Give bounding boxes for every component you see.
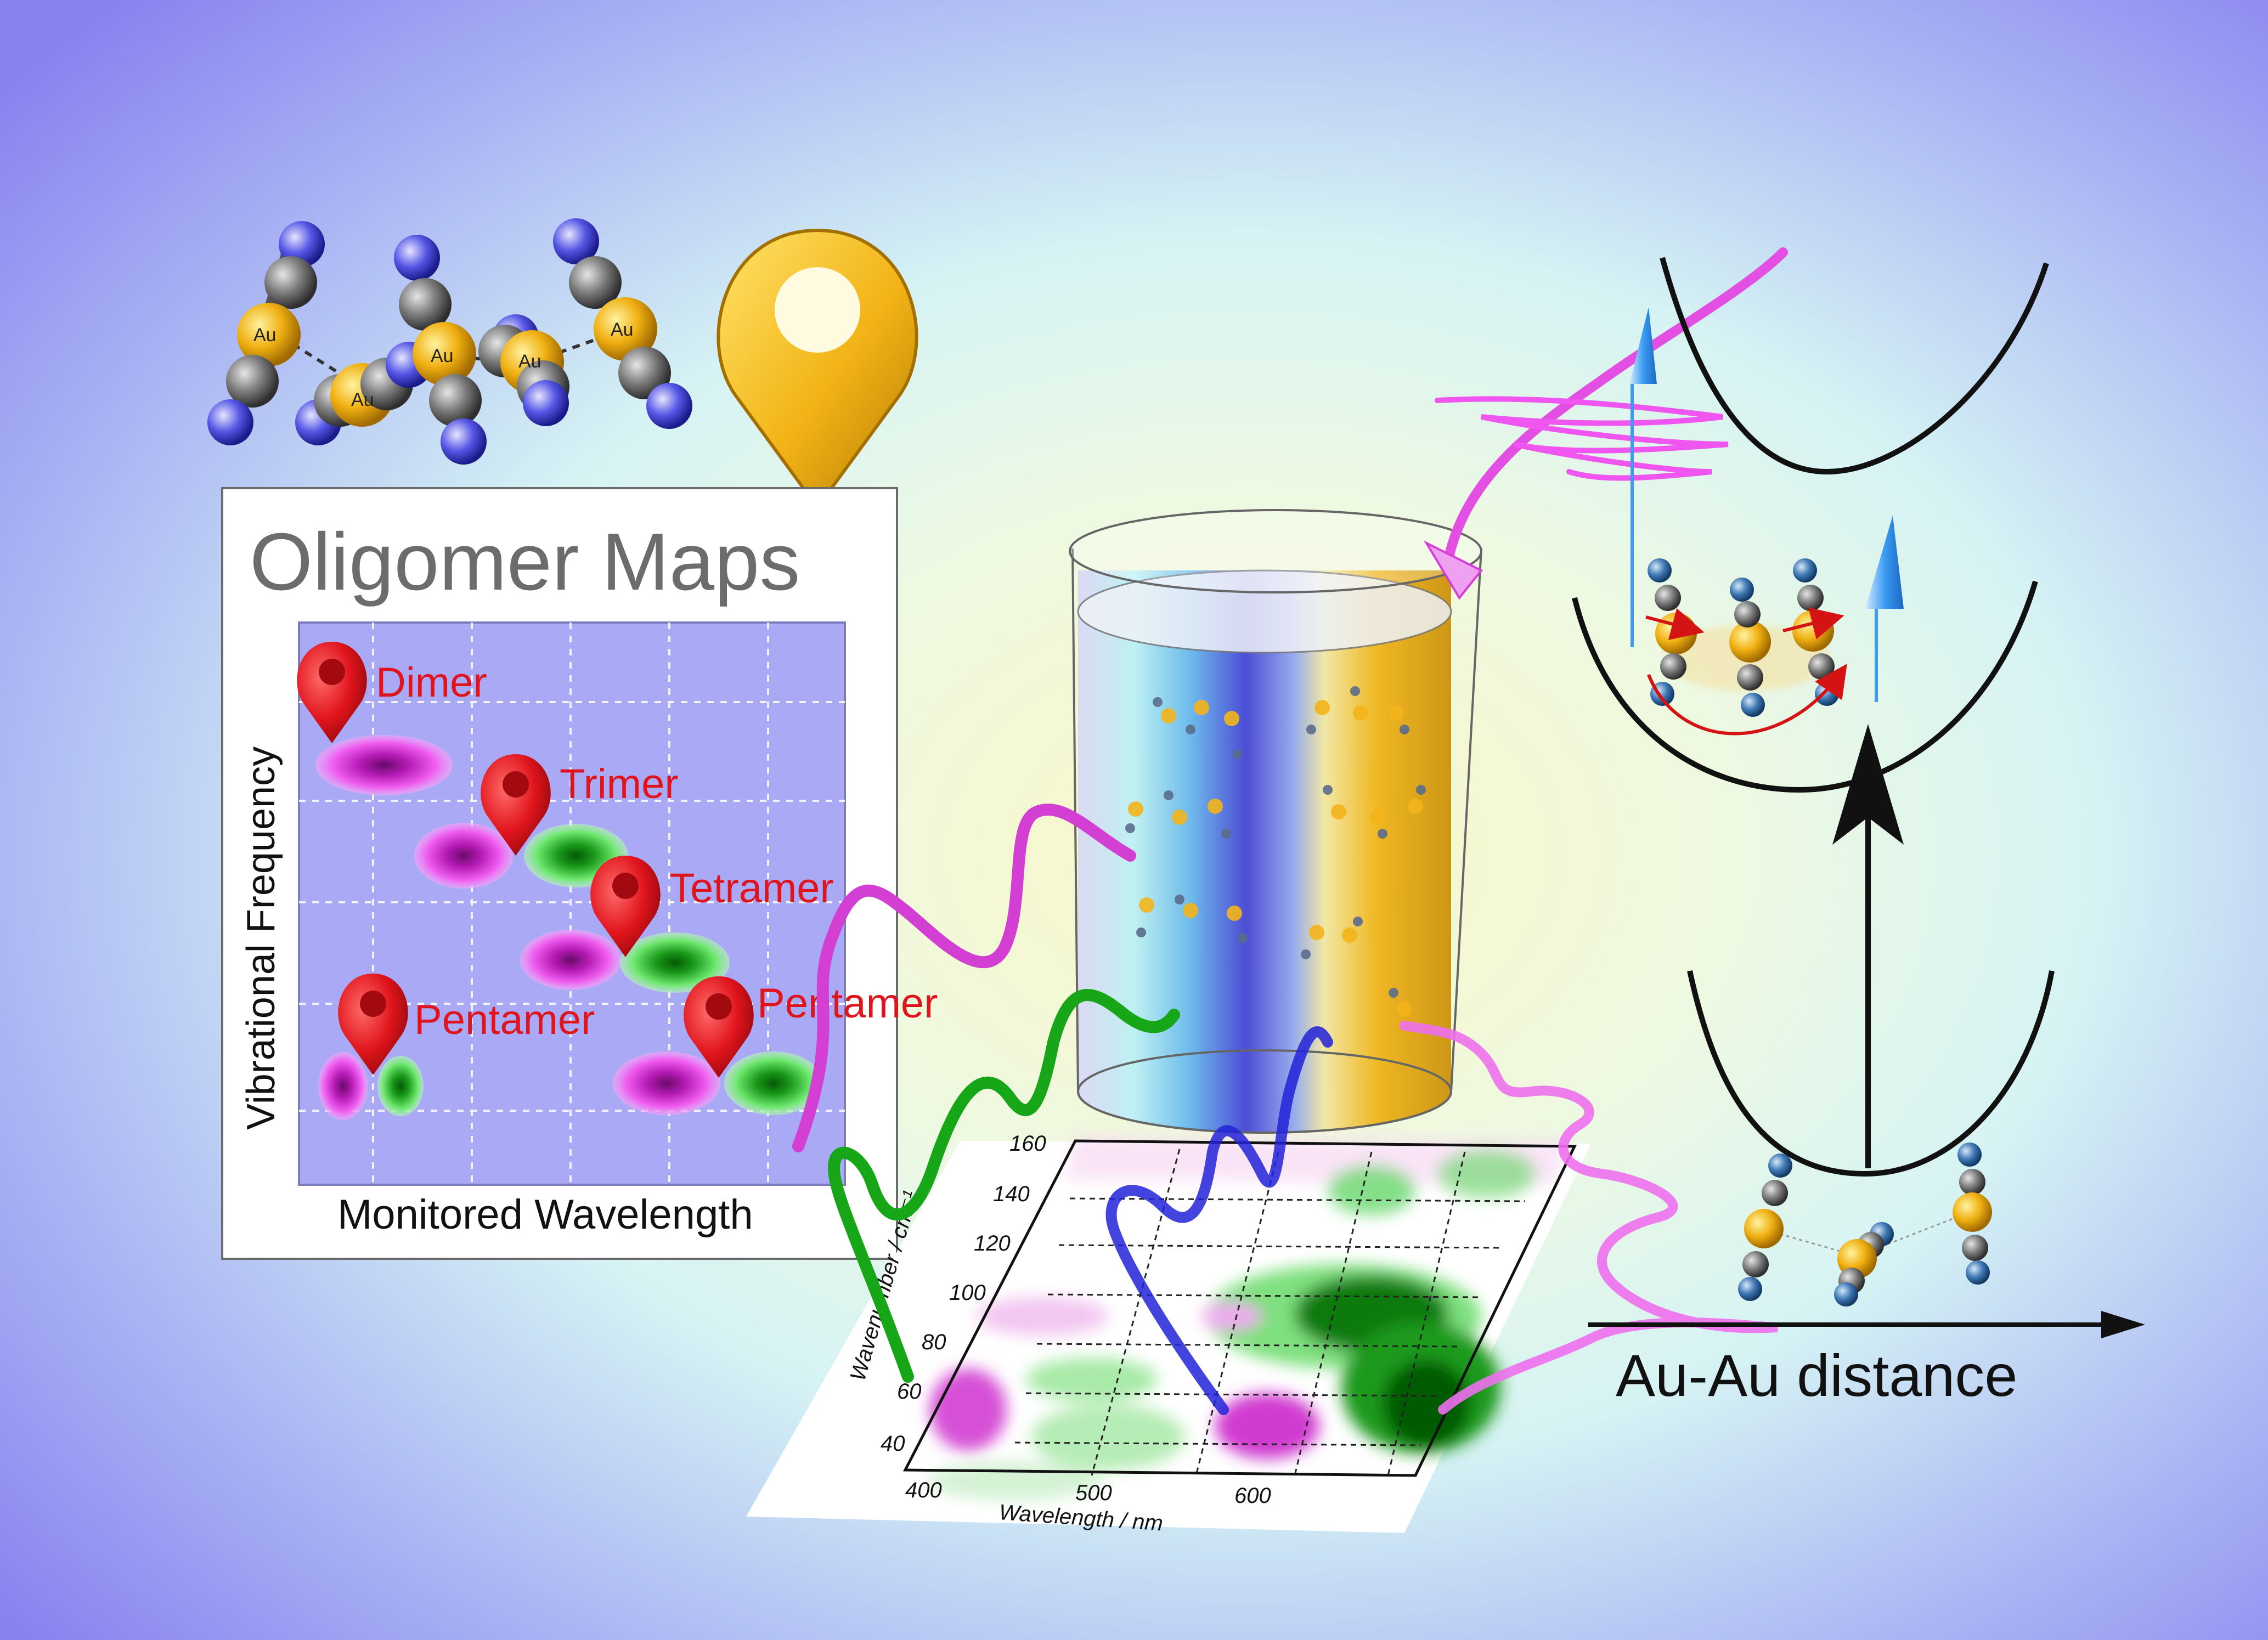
location-pin-icon bbox=[684, 976, 754, 1078]
location-pin-icon bbox=[590, 856, 661, 957]
oligomer-map-grid bbox=[299, 623, 845, 1185]
au-atom-label: Au bbox=[253, 325, 277, 346]
middle-potential-curve bbox=[1572, 580, 2038, 793]
magenta-wave-ribbon bbox=[792, 804, 1136, 1152]
ground-molecule bbox=[1738, 1143, 1992, 1307]
right-arrow-icon bbox=[1588, 1311, 2145, 1338]
pentamer-spot-magenta bbox=[318, 1052, 368, 1120]
location-pin-icon bbox=[481, 754, 551, 856]
location-pin-icon bbox=[338, 974, 408, 1075]
y-tick-label: 120 bbox=[974, 1231, 1011, 1256]
marker-label-dimer: Dimer bbox=[376, 659, 487, 706]
x-axis-label: Monitored Wavelength bbox=[337, 1191, 753, 1238]
x-tick-label: 400 bbox=[905, 1478, 942, 1502]
pentamer-spot-green bbox=[377, 1056, 424, 1116]
y-tick-label: 60 bbox=[897, 1379, 922, 1404]
y-tick-label: 100 bbox=[949, 1281, 986, 1305]
tetramer-spot-magenta bbox=[520, 930, 621, 990]
y-tick-label: 160 bbox=[1009, 1132, 1046, 1156]
au-atom-label: Au bbox=[431, 346, 454, 366]
blue-spike bbox=[1865, 516, 1904, 609]
tetramer-spot-green bbox=[620, 932, 730, 993]
pentamer2-spot-magenta bbox=[613, 1051, 720, 1115]
marker-label-tetramer: Tetramer bbox=[669, 865, 834, 912]
beaker bbox=[1069, 509, 1482, 1134]
marker-label-pentamer-2: Pentamer bbox=[757, 980, 938, 1027]
red-map-markers bbox=[297, 642, 754, 1078]
au-atom-label: Au bbox=[611, 319, 634, 340]
up-arrow-icon bbox=[1832, 724, 1904, 1168]
au-atom-label: Au bbox=[518, 351, 541, 372]
excited-molecule bbox=[1645, 558, 1847, 736]
location-pin-icon bbox=[297, 642, 367, 743]
pink-beam-arrow bbox=[1443, 247, 1788, 564]
oligomer-maps-title: Oligomer Maps bbox=[250, 517, 800, 607]
energy-diagram: Au-Au distance bbox=[1572, 257, 2145, 1409]
y-tick-label: 140 bbox=[993, 1182, 1030, 1206]
marker-label-pentamer: Pentamer bbox=[414, 997, 595, 1043]
spectrum-map-grid bbox=[1014, 1149, 1526, 1476]
au-atom-label: Au bbox=[351, 389, 374, 410]
upper-potential-curve bbox=[1660, 257, 2049, 475]
x-tick-label: 600 bbox=[1234, 1484, 1271, 1508]
dimer-spot bbox=[315, 735, 453, 795]
y-axis-label: Vibrational Frequency bbox=[239, 747, 283, 1130]
green-wave-ribbon bbox=[827, 989, 1180, 1383]
oligomer-maps-panel: Oligomer Maps bbox=[221, 487, 938, 1260]
blue-spike bbox=[1629, 307, 1657, 384]
oligomer-blobs bbox=[315, 735, 823, 1120]
trimer-spot-magenta bbox=[414, 823, 513, 889]
pink-wave-packet bbox=[1435, 396, 1729, 481]
dissolved-molecules bbox=[1125, 686, 1426, 1017]
ground-potential-curve bbox=[1687, 970, 2055, 1177]
marker-label-trimer: Trimer bbox=[560, 761, 679, 807]
x-tick-label: 500 bbox=[1075, 1481, 1112, 1505]
y-tick-label: 40 bbox=[881, 1432, 905, 1456]
pentamer2-spot-green bbox=[724, 1051, 823, 1115]
gold-oligomer-molecule: Au Au Au Au Au bbox=[207, 218, 692, 465]
blue-wave-ribbon bbox=[1105, 1026, 1333, 1415]
y-tick-label: 80 bbox=[922, 1330, 946, 1354]
au-au-distance-label: Au-Au distance bbox=[1616, 1342, 2017, 1409]
